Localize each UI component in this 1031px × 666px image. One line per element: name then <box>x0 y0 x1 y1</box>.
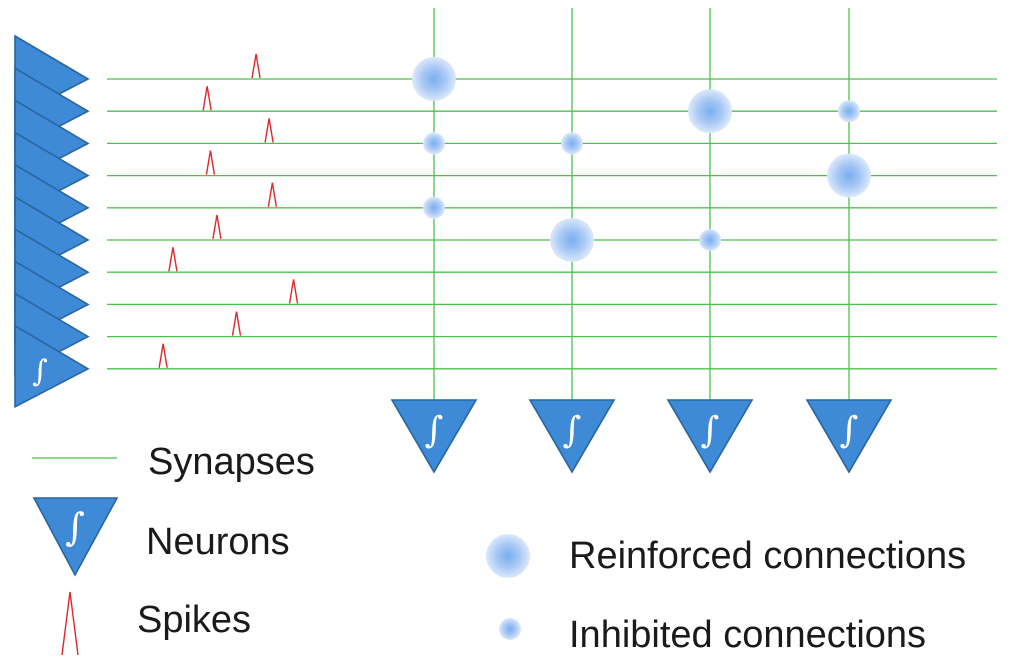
synapses-legend-label: Synapses <box>148 441 315 483</box>
input-neuron-glyph: ∫ <box>32 354 48 389</box>
input-synapse-lines <box>107 78 997 370</box>
inhibited-connection <box>423 196 445 219</box>
inhibited-connection <box>699 229 721 251</box>
spike <box>251 53 261 79</box>
output-neuron: ∫ <box>666 399 754 474</box>
reinforced-legend-label: Reinforced connections <box>569 535 966 577</box>
spike-legend-icon <box>61 591 79 656</box>
inhibited-legend-icon <box>499 618 521 640</box>
output-neuron-glyph: ∫ <box>840 410 859 451</box>
reinforced-connection <box>412 57 456 101</box>
reinforced-connection <box>688 89 732 134</box>
output-neuron-glyph: ∫ <box>563 410 582 451</box>
output-neuron-glyph: ∫ <box>701 410 720 451</box>
input-neuron-layer: ∫ <box>14 34 90 409</box>
spike <box>231 311 242 336</box>
inhibited-connection <box>423 132 445 155</box>
reinforced-legend-icon <box>486 534 530 578</box>
spike <box>205 150 216 175</box>
output-neuron-layer: ∫ ∫ ∫ ∫ <box>390 399 893 474</box>
spike <box>264 118 274 143</box>
spikes-legend-label: Spikes <box>137 599 251 641</box>
reinforced-connection <box>550 218 594 262</box>
spike <box>288 279 299 304</box>
spike-train-layer <box>158 53 299 368</box>
reinforced-connection <box>827 153 871 198</box>
output-neuron: ∫ <box>528 399 616 474</box>
output-synapse-lines <box>433 8 850 400</box>
svg-text:∫: ∫ <box>65 505 85 549</box>
input-neuron <box>14 324 90 409</box>
neurons-legend-label: Neurons <box>146 521 290 563</box>
output-neuron-glyph: ∫ <box>425 410 444 451</box>
inhibited-connection <box>838 100 860 123</box>
spike <box>202 86 212 111</box>
inhibited-legend-label: Inhibited connections <box>569 614 926 656</box>
output-neuron: ∫ <box>805 399 893 474</box>
spike <box>158 343 168 368</box>
legend: Synapses ∫ Neurons Spikes Reinforced con… <box>32 441 966 656</box>
neuron-legend-icon: ∫ <box>32 497 119 577</box>
output-neuron: ∫ <box>390 399 478 474</box>
spike <box>168 247 178 272</box>
inhibited-connection <box>561 132 583 155</box>
spike <box>267 182 278 207</box>
spike <box>212 214 222 240</box>
connection-layer <box>412 57 871 262</box>
